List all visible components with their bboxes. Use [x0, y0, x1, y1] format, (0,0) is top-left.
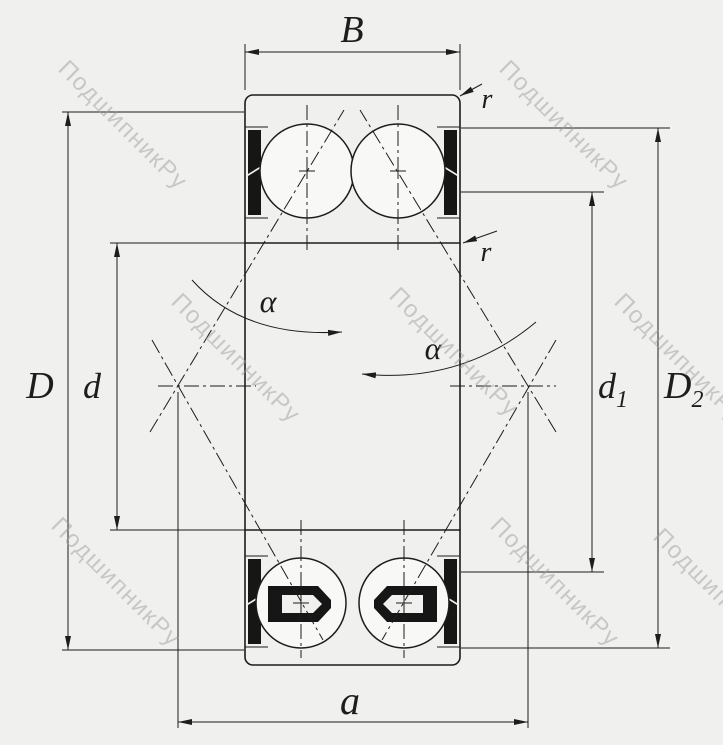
contact-line-lower-left [151, 339, 324, 641]
label-r-bottom: r [481, 237, 492, 268]
watermark-text: ПодшипникРу [494, 55, 634, 195]
watermark-text: ПодшипникРу [384, 282, 524, 422]
contact-line-upper-right [359, 109, 557, 433]
dimension-B: B [244, 9, 461, 90]
watermark-text: ПодшипникРу [648, 523, 723, 663]
contact-line-lower-right [381, 339, 557, 641]
bottom-half-section [244, 529, 461, 666]
label-D2: D2 [663, 365, 703, 413]
top-left-seal [248, 130, 261, 215]
bottom-left-cage-element [268, 586, 331, 622]
label-a: a [340, 678, 360, 723]
dimension-d: d [83, 242, 245, 531]
dimension-r-bottom: r [462, 230, 498, 268]
label-d1: d1 [598, 366, 628, 413]
centerlines [149, 105, 557, 658]
label-r-top: r [482, 84, 493, 115]
contact-line-upper-left [149, 109, 345, 433]
watermark-text: ПодшипникРу [166, 288, 306, 428]
contact-angle-right: α [361, 321, 537, 379]
bottom-right-cage-element [374, 586, 437, 622]
watermark-text: ПодшипникРу [46, 512, 186, 652]
label-B: B [340, 9, 363, 51]
watermark-text: ПодшипникРу [53, 55, 193, 195]
label-D: D [25, 365, 53, 407]
bottom-section-hatched-ring [244, 529, 461, 666]
dimension-d1: d1 [461, 191, 628, 573]
dimension-D: D [25, 111, 244, 651]
label-alpha-left: α [260, 283, 278, 319]
contact-angle-left: α [191, 279, 343, 336]
label-d: d [83, 366, 102, 406]
dimension-a: a [177, 392, 529, 728]
top-right-seal [444, 130, 457, 215]
dimension-D2: D2 [461, 127, 703, 649]
watermark-text: ПодшипникРу [485, 512, 625, 652]
dimension-r-top: r [459, 83, 493, 115]
label-alpha-right: α [425, 330, 443, 366]
